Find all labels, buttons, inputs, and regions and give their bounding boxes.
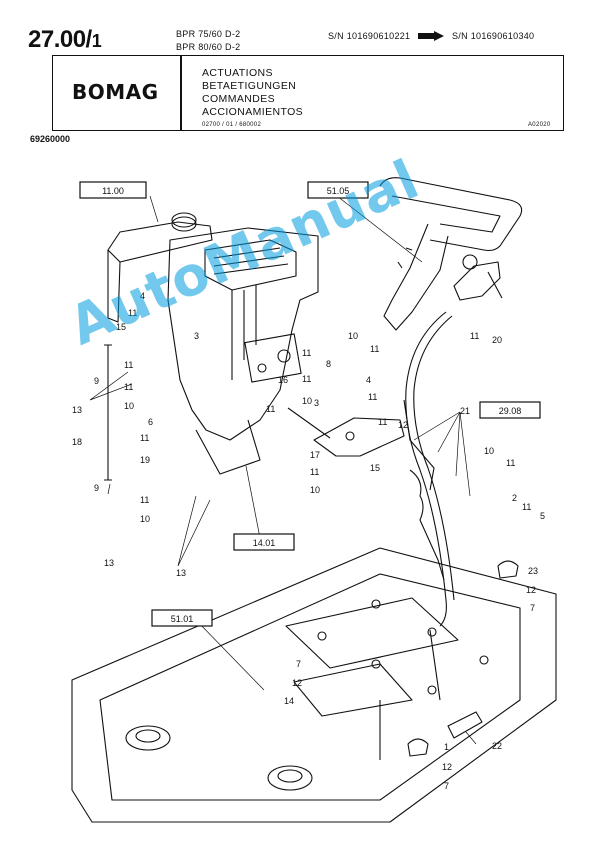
part-label: 3	[194, 331, 199, 341]
model-line-1: BPR 75/60 D-2	[176, 29, 241, 39]
ref-box-29-08	[479, 401, 541, 419]
ref-box-51-01	[151, 609, 213, 627]
base-frame	[71, 547, 557, 823]
title-en: ACTUATIONS	[202, 67, 273, 79]
ref-label-51-01: 51.01	[171, 614, 194, 624]
part-label: 11	[140, 433, 149, 443]
title-ref: A02020	[528, 122, 551, 128]
part-label: 17	[310, 450, 320, 460]
part-label: 15	[370, 463, 380, 473]
title-es: ACCIONAMIENTOS	[202, 106, 304, 118]
part-label: 12	[398, 420, 408, 430]
title-code: 02700 / 01 / 680002	[202, 122, 262, 128]
title-de: BETAETIGUNGEN	[202, 80, 297, 92]
part-label: 5	[540, 511, 545, 521]
part-label: 10	[348, 331, 358, 341]
part-label: 19	[140, 455, 150, 465]
part-label: 18	[72, 437, 82, 447]
part-label: 21	[460, 406, 470, 416]
part-label: 10	[140, 514, 150, 524]
part-label: 2	[512, 493, 517, 503]
part-label: 11	[140, 495, 149, 505]
part-label: 11	[124, 360, 133, 370]
part-label: 13	[72, 405, 82, 415]
serial-from: S/N 101690610221	[328, 31, 411, 41]
pipe	[447, 711, 483, 739]
part-label: 11	[266, 404, 275, 414]
part-label: 13	[104, 558, 114, 568]
part-label: 4	[366, 375, 371, 385]
fuel-cap	[171, 216, 197, 232]
part-label: 11	[506, 458, 515, 468]
model-line-2: BPR 80/60 D-2	[176, 42, 241, 52]
fuel-tank-side	[107, 250, 121, 323]
part-label: 7	[296, 659, 301, 669]
part-label: 6	[148, 417, 153, 427]
handle-bar	[379, 177, 523, 252]
bomag-logo: BOMAG	[72, 80, 159, 104]
part-label: 13	[176, 568, 186, 578]
part-label: 4	[140, 291, 145, 301]
part-label: 12	[526, 585, 536, 595]
arrow-right-icon	[418, 31, 444, 41]
ref-box-51-05	[307, 181, 369, 199]
part-label: 7	[530, 603, 535, 613]
part-label: 11	[302, 374, 311, 384]
part-label: 11	[124, 382, 133, 392]
part-label: 1	[444, 742, 449, 752]
lever-plate	[313, 417, 405, 457]
part-label: 7	[444, 781, 449, 791]
part-label: 11	[128, 308, 137, 318]
part-label: 10	[124, 401, 134, 411]
part-label: 11	[378, 417, 387, 427]
page-number: 27.00/1	[28, 26, 102, 53]
serial-to: S/N 101690610340	[452, 31, 535, 41]
part-label: 9	[94, 483, 99, 493]
ref-label-14-01: 14.01	[253, 538, 276, 548]
part-label: 15	[116, 322, 126, 332]
throttle-lever	[453, 261, 501, 301]
title-fr: COMMANDES	[202, 93, 276, 105]
part-label: 8	[326, 359, 331, 369]
part-label: 9	[94, 376, 99, 386]
part-label: 11	[522, 502, 531, 512]
part-label: 22	[492, 741, 502, 751]
engine-block	[167, 227, 319, 441]
part-label: 20	[492, 335, 502, 345]
ref-label-29-08: 29.08	[499, 406, 522, 416]
part-label: 11	[470, 331, 479, 341]
ref-box-11-00	[79, 181, 147, 199]
part-label: 12	[442, 762, 452, 772]
title-block	[52, 55, 564, 131]
part-label: 3	[314, 398, 319, 408]
part-label: 23	[528, 566, 538, 576]
part-label: 11	[310, 467, 319, 477]
ref-box-14-01	[233, 533, 295, 551]
part-label: 10	[302, 396, 312, 406]
ref-label-51-05: 51.05	[327, 186, 350, 196]
title-divider	[180, 55, 182, 131]
part-label: 11	[302, 348, 311, 358]
doc-number: 69260000	[30, 134, 71, 144]
part-label: 11	[370, 344, 379, 354]
part-label: 10	[484, 446, 494, 456]
part-label: 14	[284, 696, 294, 706]
part-label: 10	[310, 485, 320, 495]
part-label: 12	[292, 678, 302, 688]
bowden-cable	[405, 311, 447, 627]
part-label: 11	[368, 392, 377, 402]
part-label: 16	[278, 375, 288, 385]
clamp	[497, 560, 519, 579]
ref-label-11-00: 11.00	[102, 186, 124, 196]
